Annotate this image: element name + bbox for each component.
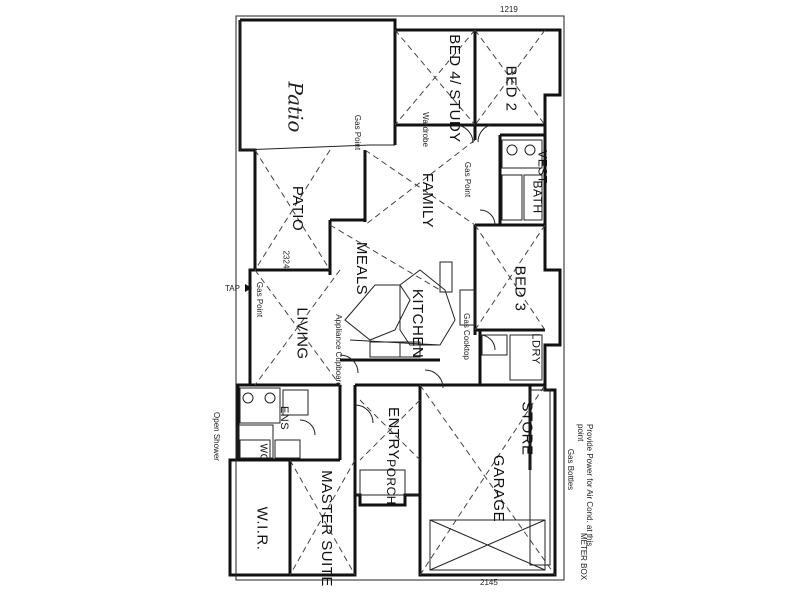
dim-2145-note: 2145: [480, 578, 498, 587]
door-swings: [299, 124, 496, 436]
gas-point-top-note: Gas Point: [353, 114, 363, 151]
dim-2324-note: 2324: [281, 250, 291, 269]
gas-point-family-note: Gas Point: [463, 161, 473, 198]
porch-label: PORCH: [383, 459, 398, 505]
dim-1219-note: 1219: [500, 5, 518, 14]
kitchen-benches: [344, 261, 476, 358]
store-label: STORE: [518, 401, 536, 456]
master-label: MASTER SUITE: [317, 470, 335, 587]
ldry-label: LDRY: [529, 333, 542, 365]
bed2-label: BED 2: [502, 65, 520, 112]
porch-area: [355, 469, 420, 496]
patio-area: [239, 20, 395, 151]
wardrobe-note: Wardrobe: [420, 112, 430, 147]
garage-door: [429, 389, 551, 571]
meter-box-note: METER BOX: [579, 532, 589, 581]
ceiling-lines: [254, 29, 556, 576]
living-label: LIVING: [293, 307, 311, 360]
gas-cooktop-note: Gas Cooktop: [461, 313, 471, 360]
wir-label: W.I.R.: [253, 506, 271, 551]
patio-upper-label: Patio: [283, 81, 308, 133]
wet-fixtures: [237, 139, 543, 459]
kitchen-label: KITCHEN: [409, 288, 427, 359]
wc-label: WC: [257, 443, 269, 462]
garage-label: GARAGE: [490, 454, 508, 523]
vest-label: VEST: [535, 150, 550, 184]
gas-point-living-note: Gas Point: [255, 281, 265, 318]
ens-label: ENS: [278, 405, 291, 431]
tap-note: TAP: [225, 284, 240, 293]
interior-walls: [238, 30, 545, 575]
bed4-label: BED 4/ STUDY: [445, 34, 463, 143]
gas-bottles-note: Gas Bottles: [566, 448, 576, 491]
patio-label: PATIO: [289, 185, 307, 232]
bath-label: BATH: [530, 180, 545, 214]
open-shower-note: Open Shower: [211, 412, 221, 461]
entry-label: ENTRY: [385, 406, 403, 461]
meals-label: MEALS: [353, 241, 371, 296]
bed3-label: BED 3: [511, 265, 529, 312]
tap-marker: [245, 284, 252, 292]
family-label: FAMILY: [419, 172, 437, 229]
appliance-note: Appliance Cupboard: [333, 314, 343, 387]
